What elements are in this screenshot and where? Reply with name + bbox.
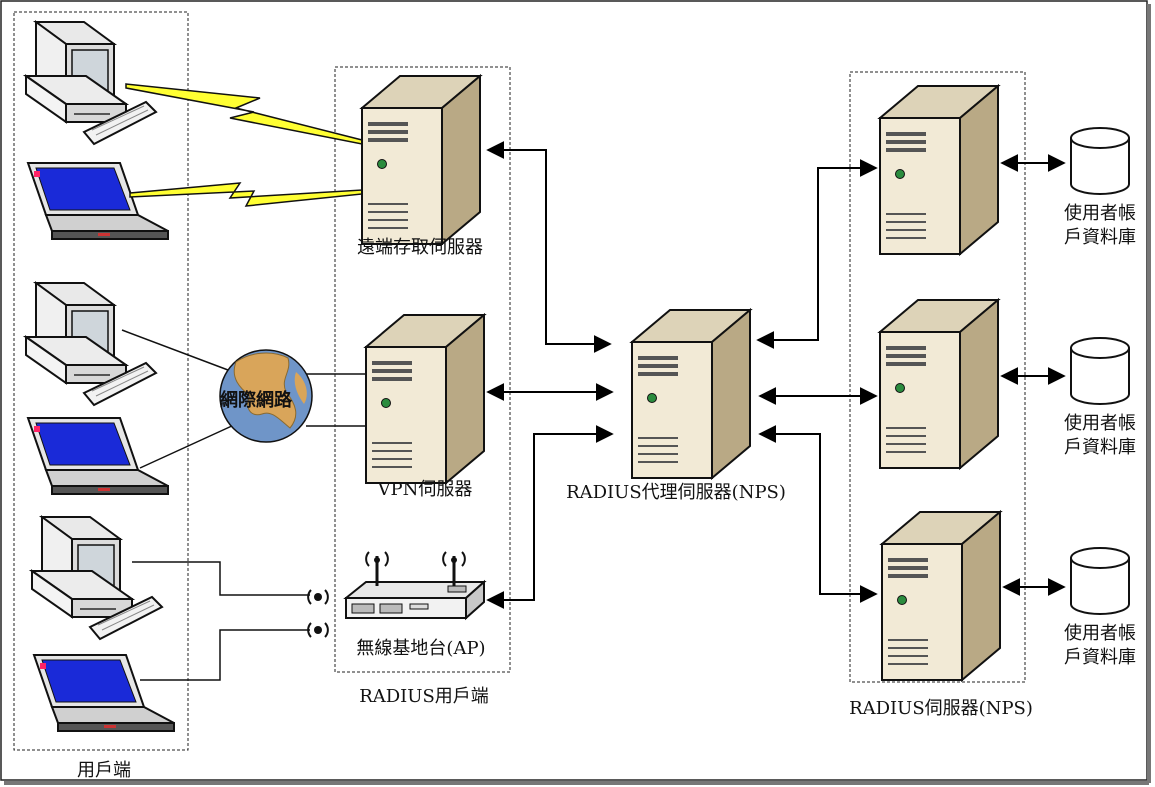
wireless-router-icon <box>343 551 487 621</box>
wireless-client-link <box>132 561 310 596</box>
client-link <box>139 424 235 469</box>
connector-arrow <box>756 159 878 349</box>
server-tower-icon <box>879 85 999 255</box>
server-tower-icon <box>365 314 485 484</box>
internet-label: 網際網路 <box>220 390 292 411</box>
lightning-link-icon <box>129 182 363 207</box>
wireless-signal-icon <box>307 589 329 638</box>
wireless-ap-label: 無線基地台(AP) <box>356 638 486 659</box>
connector-arrow <box>758 425 878 603</box>
server-tower-icon <box>361 75 481 245</box>
server-tower-icon <box>881 511 1001 681</box>
desktop-computer-icon <box>25 21 157 145</box>
wireless-client-link <box>140 629 310 681</box>
laptop-icon <box>27 162 169 240</box>
clients-group-box <box>13 11 189 751</box>
laptop-icon <box>27 417 169 495</box>
radius-proxy-label: RADIUS代理伺服器(NPS) <box>566 482 786 503</box>
connector-arrow <box>486 141 612 353</box>
radius-clients-group-label: RADIUS用戶端 <box>359 686 489 707</box>
globe-icon <box>219 349 313 443</box>
radius-servers-group-label: RADIUS伺服器(NPS) <box>849 698 1033 719</box>
desktop-computer-icon <box>31 516 163 640</box>
database-cylinder-icon <box>1070 337 1130 405</box>
radius-clients-group-box <box>334 66 511 673</box>
user-db-label: 使用者帳 戶資料庫 <box>1064 623 1136 668</box>
server-tower-icon <box>879 299 999 469</box>
user-db-label: 使用者帳 戶資料庫 <box>1064 413 1136 458</box>
client-link <box>121 329 229 371</box>
laptop-icon <box>33 654 175 732</box>
vpn-server-label: VPN伺服器 <box>377 479 473 500</box>
database-cylinder-icon <box>1070 547 1130 615</box>
connector-arrow <box>486 425 614 609</box>
remote-access-server-label: 遠端存取伺服器 <box>357 237 483 258</box>
user-db-label: 使用者帳 戶資料庫 <box>1064 203 1136 248</box>
database-cylinder-icon <box>1070 127 1130 195</box>
server-tower-icon <box>631 309 751 479</box>
lightning-link-icon <box>125 83 363 145</box>
clients-group-label: 用戶端 <box>77 760 131 781</box>
desktop-computer-icon <box>25 282 157 406</box>
